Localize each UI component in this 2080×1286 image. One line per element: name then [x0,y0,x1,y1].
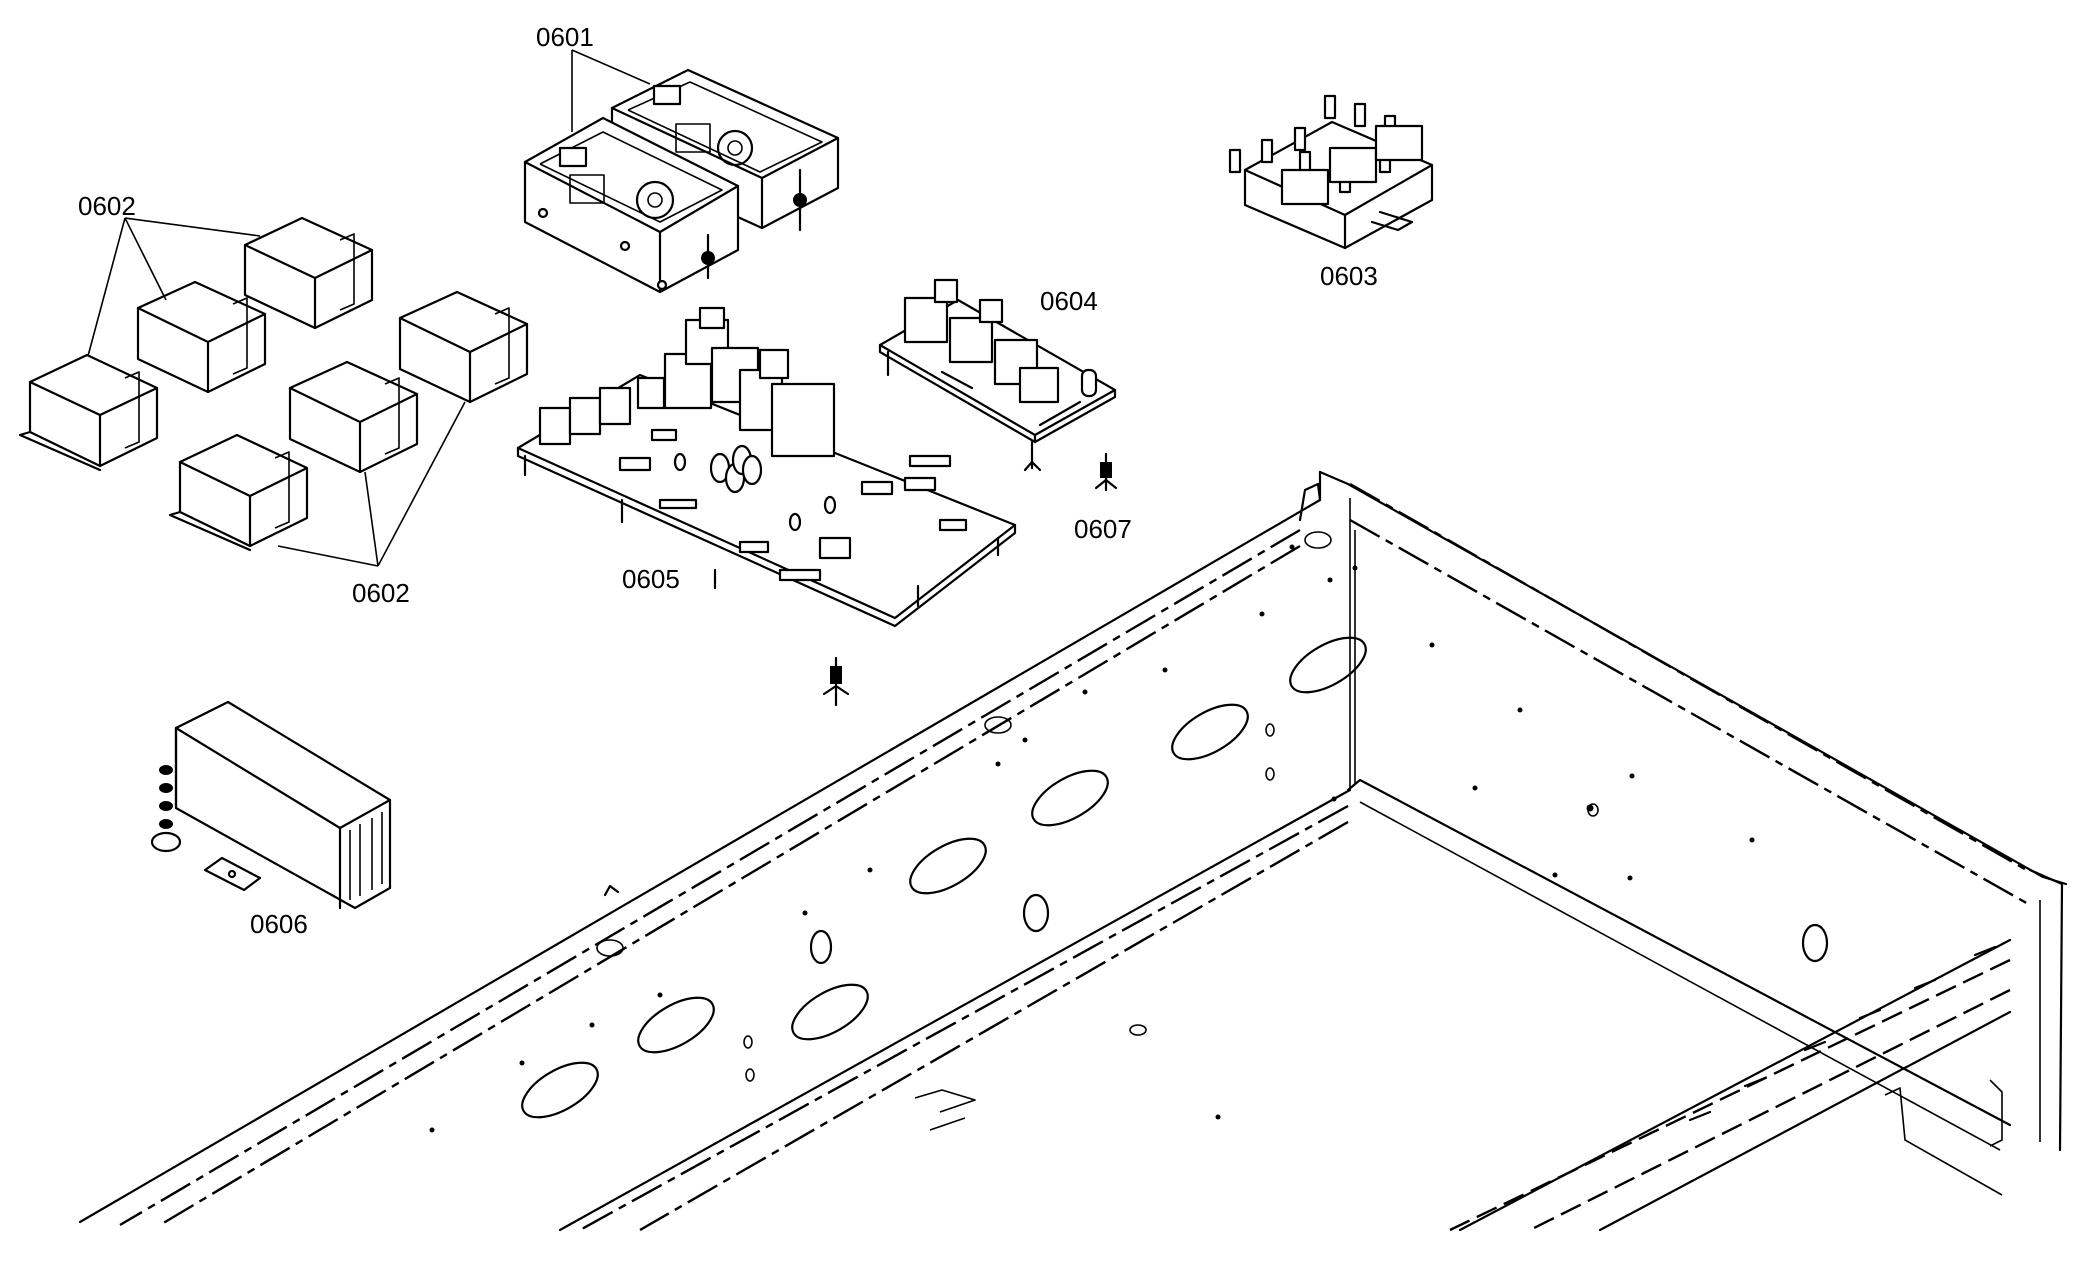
capacitor [673,444,837,532]
label-0603: 0603 [1320,261,1378,291]
transformer-block [288,360,419,474]
back-rail [1318,470,2068,1151]
label-0604: 0604 [1040,286,1098,316]
standoff [886,350,1042,472]
label-0607: 0607 [1074,514,1132,544]
part-0603-relay-block: 0603 [1228,94,1434,291]
label-0605: 0605 [622,564,680,594]
frame-slots [521,531,1829,1119]
terminal-strip [349,812,383,900]
chassis-frame [78,470,2068,1232]
part-0605-control-board: 0605 [516,306,1017,628]
board-components [538,306,968,582]
part-0604-relay-board: 0604 [878,278,1117,472]
coil-wire [150,765,182,853]
standoff [523,454,1000,608]
transformer-block [168,433,309,552]
part-0607-standoff-clips: 0607 [822,452,1132,707]
label-0602-top: 0602 [78,191,136,221]
transformer-block [398,290,529,404]
right-rail-slots [1688,945,1997,1122]
part-0601-control-boxes: 0601 [523,22,840,294]
transformer-block [18,353,159,472]
front-rail [78,482,1352,1232]
standoff-clip [1094,452,1118,492]
transformer-block [136,280,267,394]
part-0602-transformer-blocks: 0602 0602 [18,191,529,608]
relay [903,278,1060,404]
frame-holes [429,544,1755,1133]
transformer-block [243,216,374,330]
right-rail [1449,868,2064,1232]
leader-lines-0602 [87,217,466,567]
label-0602-bottom: 0602 [352,578,410,608]
label-0601: 0601 [536,22,594,52]
part-0606-filter-box: 0606 [150,700,392,939]
sensor-probe [701,168,807,280]
leader-line [571,49,651,85]
label-0606: 0606 [250,909,308,939]
standoff-clip [822,656,850,707]
